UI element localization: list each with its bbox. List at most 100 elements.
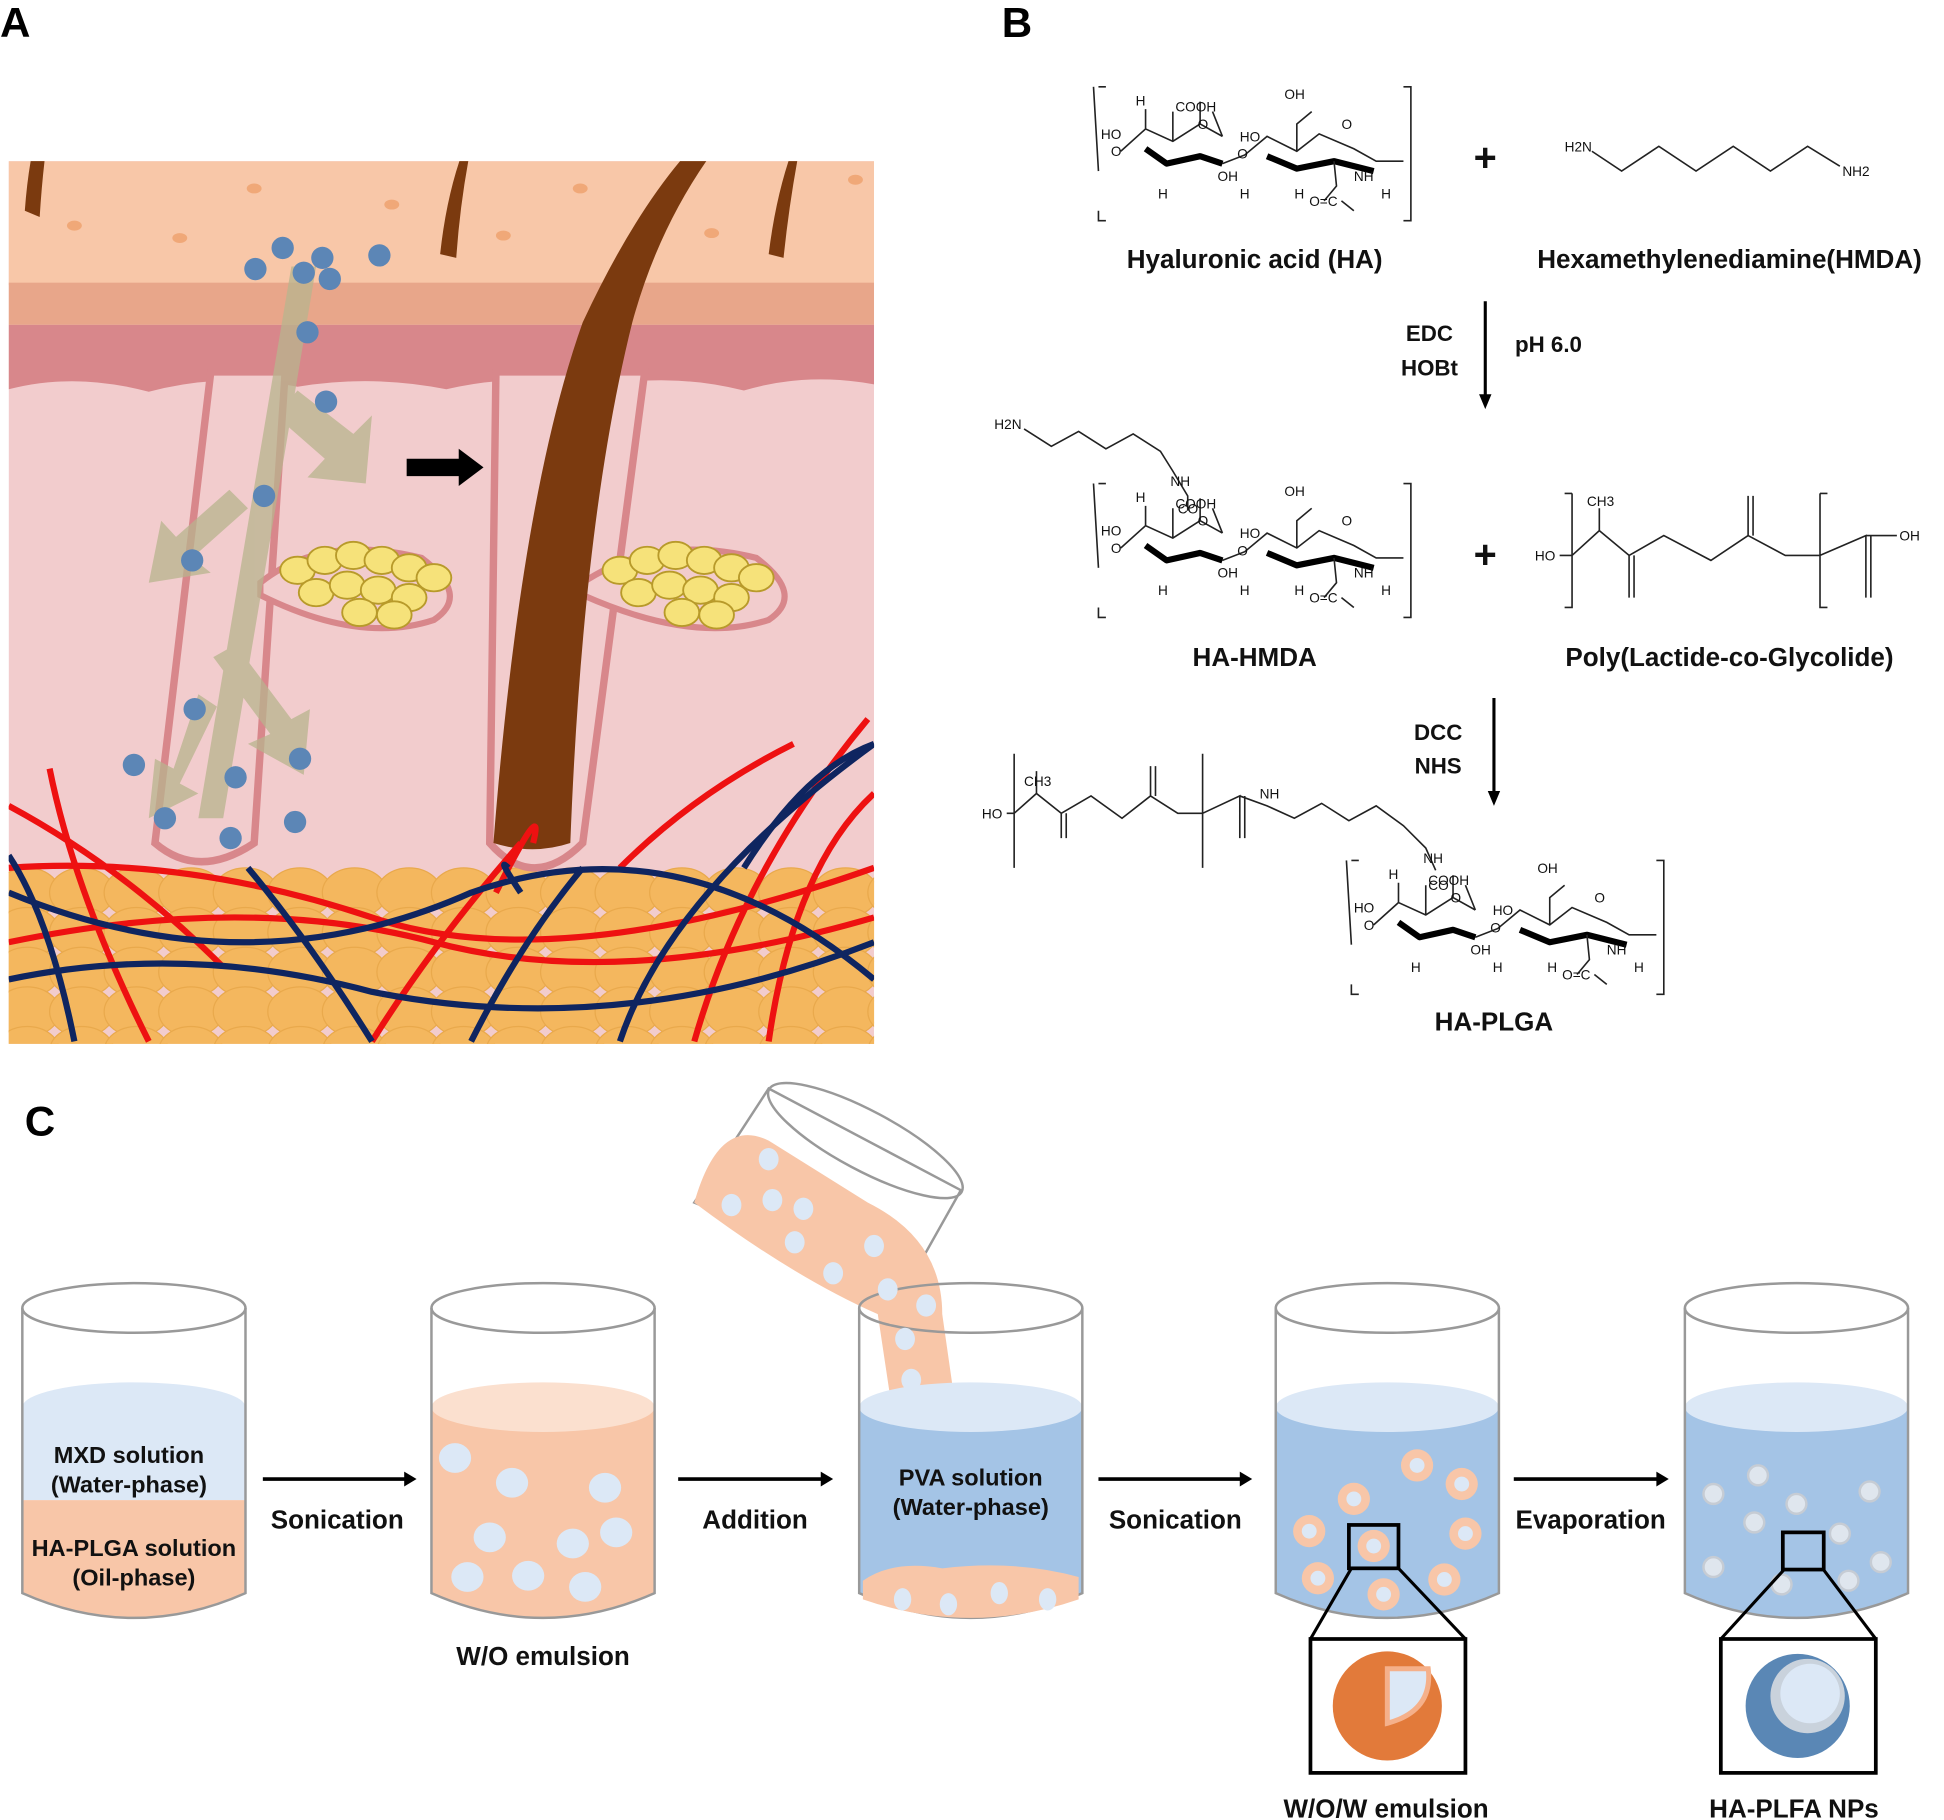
nanoparticle	[1746, 1464, 1770, 1487]
beaker-rim	[430, 1281, 656, 1335]
fat-cell	[867, 996, 875, 1028]
ha-unit	[1093, 484, 1410, 618]
panel-label-a: A	[0, 0, 30, 46]
atom-nh: NH	[1354, 169, 1374, 184]
nanoparticle	[252, 484, 276, 508]
nanoparticle	[311, 246, 334, 270]
ha-structure: H COOH O HO O OH O HO OH O NH O=C H H H …	[1092, 85, 1412, 222]
ha-hmda-structure: H2N NH CO	[994, 417, 1411, 617]
nanoparticle	[224, 766, 247, 789]
hair-shaft	[24, 161, 45, 217]
ha-plfa-nps-label: HA-PLFA NPs	[1709, 1794, 1879, 1820]
artery	[691, 717, 871, 1043]
blood-vessels	[8, 717, 875, 1044]
liquid-surface	[859, 1382, 1083, 1432]
penetration-pathways	[148, 266, 372, 819]
fat-cell	[104, 1025, 168, 1044]
artery	[8, 862, 875, 943]
arrowhead	[1656, 1471, 1669, 1487]
fat-cell	[868, 1035, 875, 1044]
hair-shaft	[768, 161, 798, 258]
water-droplet	[793, 1197, 814, 1220]
water-droplet	[864, 1234, 884, 1258]
arrowhead	[1479, 394, 1492, 410]
sebaceous-cell	[415, 563, 453, 593]
nanoparticle	[1743, 1511, 1766, 1534]
step-label-addition: Addition	[702, 1505, 807, 1535]
water-droplet	[939, 1593, 958, 1616]
water-droplet	[990, 1581, 1008, 1605]
nanoparticle	[1869, 1550, 1892, 1574]
beaker-rim	[857, 1281, 1084, 1335]
skin-illustration	[8, 161, 875, 1044]
liquid	[431, 1407, 655, 1618]
skin-pore	[172, 233, 188, 243]
atom-h: H	[1136, 93, 1146, 108]
fat-cell	[486, 1025, 550, 1044]
ha-label: Hyaluronic acid (HA)	[1127, 244, 1383, 274]
ha-unit	[1346, 860, 1663, 994]
water-droplet	[758, 1148, 779, 1171]
atom-h2n: H2N	[1565, 139, 1592, 154]
nanoparticle	[153, 807, 177, 830]
sebaceous-cells	[279, 540, 775, 630]
skin-pore	[848, 174, 863, 185]
wow-droplet-core	[1346, 1491, 1362, 1507]
skin-pore	[572, 183, 588, 194]
atom-oh: OH	[1284, 87, 1304, 102]
epidermis-layer	[8, 161, 875, 286]
atom-ho: HO	[1101, 127, 1121, 142]
skin-pore	[66, 220, 82, 231]
water-droplet	[901, 1368, 922, 1392]
nanoparticles	[122, 236, 391, 850]
nanoparticle	[1770, 1573, 1793, 1596]
vein	[741, 740, 875, 870]
liquid	[22, 1407, 246, 1501]
reagent-edc: EDC	[1406, 321, 1453, 346]
pouring-beaker	[692, 1081, 983, 1426]
water-droplet	[895, 1327, 915, 1351]
hair-shaft-large	[493, 161, 707, 850]
skin-pores	[66, 174, 863, 243]
artery	[765, 791, 875, 1042]
liquid	[22, 1500, 246, 1618]
fat-cell	[541, 1025, 605, 1044]
mxd-solution-label: MXD solution	[54, 1442, 204, 1468]
skin-pore	[384, 199, 400, 210]
ha-hmda-label: HA-HMDA	[1193, 642, 1317, 672]
atom-ho: HO	[1240, 129, 1260, 144]
fat-cell	[814, 1025, 875, 1044]
liquid-surface	[1275, 1382, 1499, 1432]
sebaceous-cell	[737, 563, 775, 593]
atom-nh2: NH2	[1842, 164, 1869, 179]
beaker-glass	[1683, 1307, 1910, 1620]
atom-o: O	[1198, 117, 1209, 132]
wow-droplet-core	[1376, 1586, 1392, 1602]
nanoparticle	[296, 321, 319, 344]
condition-ph: pH 6.0	[1515, 332, 1582, 357]
vein	[468, 865, 586, 1043]
fat-cell	[705, 1025, 768, 1044]
vein	[245, 865, 375, 1044]
arrowhead	[1487, 790, 1501, 806]
fat-cell	[50, 1025, 114, 1044]
water-droplet	[473, 1522, 506, 1553]
oil-sediment	[862, 1565, 1079, 1618]
nanoparticle	[288, 747, 312, 770]
water-droplet	[1038, 1588, 1057, 1611]
liquid-surface	[431, 1382, 655, 1432]
vein	[8, 866, 875, 982]
nanoparticle	[1858, 1480, 1881, 1503]
step-label-sonication: Sonication	[1109, 1505, 1242, 1535]
atom-nh: NH	[1170, 474, 1190, 489]
fat-cell	[432, 1025, 496, 1044]
beaker-contents	[438, 1148, 1892, 1618]
wow-droplet-core	[1301, 1523, 1317, 1539]
water-droplet	[588, 1472, 622, 1503]
atom-ch3: CH3	[1024, 774, 1051, 789]
wow-droplet-core	[1436, 1572, 1452, 1587]
wow-inset	[1308, 1523, 1468, 1775]
wo-emulsion-label: W/O emulsion	[456, 1641, 629, 1671]
vein	[616, 741, 875, 1043]
nanoparticle	[368, 244, 391, 267]
